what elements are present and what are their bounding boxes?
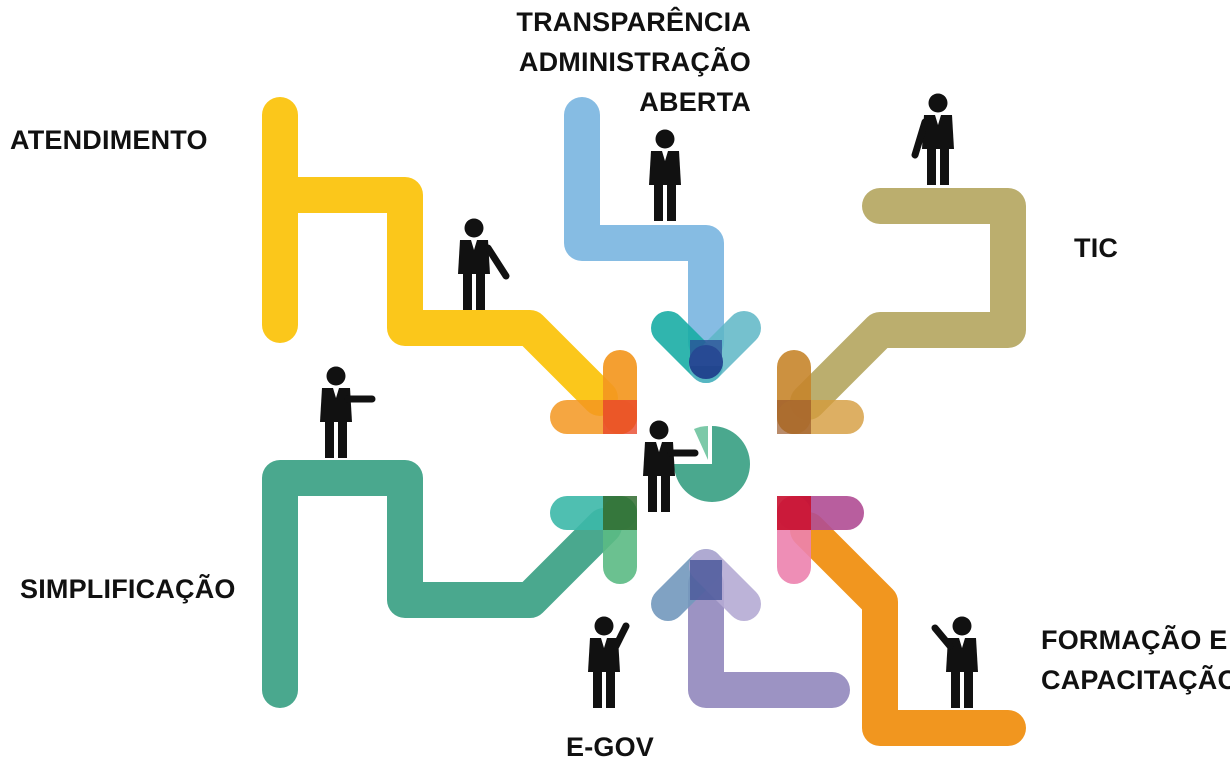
path-transparencia bbox=[564, 97, 724, 360]
path-egov bbox=[688, 566, 850, 708]
person-figure-icon bbox=[320, 93, 978, 708]
arrow-egov bbox=[651, 549, 761, 621]
label-simplificacao: SIMPLIFICAÇÃO bbox=[20, 574, 236, 604]
label-transparencia: TRANSPARÊNCIA ADMINISTRAÇÃO ABERTA bbox=[516, 7, 751, 117]
label-egov: E-GOV bbox=[566, 732, 655, 762]
path-atendimento bbox=[262, 97, 618, 416]
path-simplificacao bbox=[262, 460, 622, 708]
arrow-atendimento bbox=[550, 350, 637, 434]
label-tic: TIC bbox=[1074, 233, 1119, 263]
label-atendimento: ATENDIMENTO bbox=[10, 125, 208, 155]
pie-chart-icon bbox=[674, 426, 750, 502]
arrow-simplificacao bbox=[550, 496, 637, 584]
arrow-tic bbox=[777, 350, 864, 434]
path-formacao bbox=[790, 512, 1026, 746]
arrow-formacao bbox=[777, 496, 864, 584]
label-formacao: FORMAÇÃO E CAPACITAÇÃO bbox=[1041, 625, 1230, 695]
path-tic bbox=[790, 188, 1026, 420]
arrow-transparencia bbox=[651, 311, 761, 383]
